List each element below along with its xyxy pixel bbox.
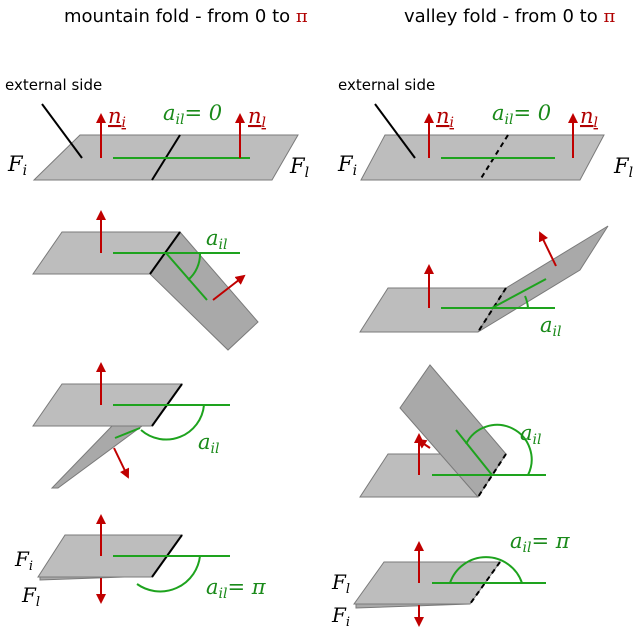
valley-partial-green-line-l bbox=[491, 278, 547, 309]
valley-near-plate-l bbox=[399, 364, 507, 498]
valley-flat: external side ni nl ail= 0 Fi Fl bbox=[337, 76, 633, 181]
valley-F-l-label: Fl bbox=[613, 154, 633, 181]
mountain-closed-angle-arc bbox=[136, 555, 201, 593]
mountain-partial: ail bbox=[32, 210, 259, 351]
mountain-flat: external side ni nl ail= 0 Fi Fl bbox=[5, 76, 309, 181]
valley-external-side-pointer bbox=[374, 103, 416, 159]
valley-closed-a-il-pi-label: ail= π bbox=[510, 529, 571, 556]
valley-closed-angle-arc bbox=[449, 556, 523, 584]
valley-near-angle-arc bbox=[465, 423, 533, 476]
mountain-n-i-label: ni bbox=[108, 104, 126, 131]
mountain-closed: Fi Fl ail= π bbox=[14, 514, 267, 610]
mountain-near-green-line-l bbox=[114, 427, 141, 439]
mountain-partial-green-line-l bbox=[165, 252, 208, 301]
mountain-external-side-pointer bbox=[41, 103, 83, 159]
mountain-closed-F-i-label: Fi bbox=[14, 547, 33, 574]
mountain-external-side-label: external side bbox=[5, 76, 102, 94]
mountain-a-il-zero-label: ail= 0 bbox=[163, 101, 222, 128]
mountain-fold-title: mountain fold - from 0 to π bbox=[64, 6, 308, 27]
mountain-partial-a-il-label: ail bbox=[206, 226, 228, 253]
valley-external-side-label: external side bbox=[338, 76, 435, 94]
mountain-closed-a-il-pi-label: ail= π bbox=[206, 575, 267, 602]
mountain-F-i-label: Fi bbox=[7, 152, 27, 179]
valley-partial-normal-l bbox=[538, 231, 557, 267]
mountain-partial-normal-l bbox=[212, 274, 246, 301]
mountain-near-normal-l bbox=[113, 447, 130, 479]
valley-a-il-zero-label: ail= 0 bbox=[492, 101, 551, 128]
valley-F-i-label: Fi bbox=[337, 152, 357, 179]
mountain-near-plate-l bbox=[50, 425, 144, 489]
valley-near: ail bbox=[359, 364, 546, 498]
valley-near-green-line-l bbox=[455, 429, 493, 476]
valley-partial: ail bbox=[359, 225, 609, 340]
valley-closed-plate-l bbox=[353, 561, 501, 605]
valley-closed-F-l-label: Fl bbox=[331, 570, 350, 597]
valley-n-i-label: ni bbox=[436, 104, 454, 131]
valley-closed: Fl Fi ail= π bbox=[331, 529, 571, 629]
valley-closed-plate-i bbox=[355, 603, 471, 609]
valley-fold-title: valley fold - from 0 to π bbox=[404, 6, 615, 27]
valley-near-a-il-label: ail bbox=[520, 421, 542, 448]
mountain-near-angle-arc bbox=[140, 404, 205, 441]
mountain-partial-angle-arc bbox=[187, 252, 202, 281]
mountain-near: ail bbox=[32, 362, 230, 489]
valley-partial-a-il-label: ail bbox=[540, 313, 562, 340]
mountain-closed-F-l-label: Fl bbox=[21, 583, 40, 610]
valley-n-l-label: nl bbox=[580, 104, 598, 131]
valley-closed-F-i-label: Fi bbox=[331, 603, 350, 629]
mountain-n-l-label: nl bbox=[248, 104, 266, 131]
valley-partial-angle-arc bbox=[524, 295, 529, 309]
valley-near-normal-l bbox=[416, 438, 431, 449]
mountain-near-a-il-label: ail bbox=[198, 430, 220, 457]
valley-partial-plate-l bbox=[477, 225, 609, 333]
mountain-F-l-label: Fl bbox=[289, 154, 309, 181]
